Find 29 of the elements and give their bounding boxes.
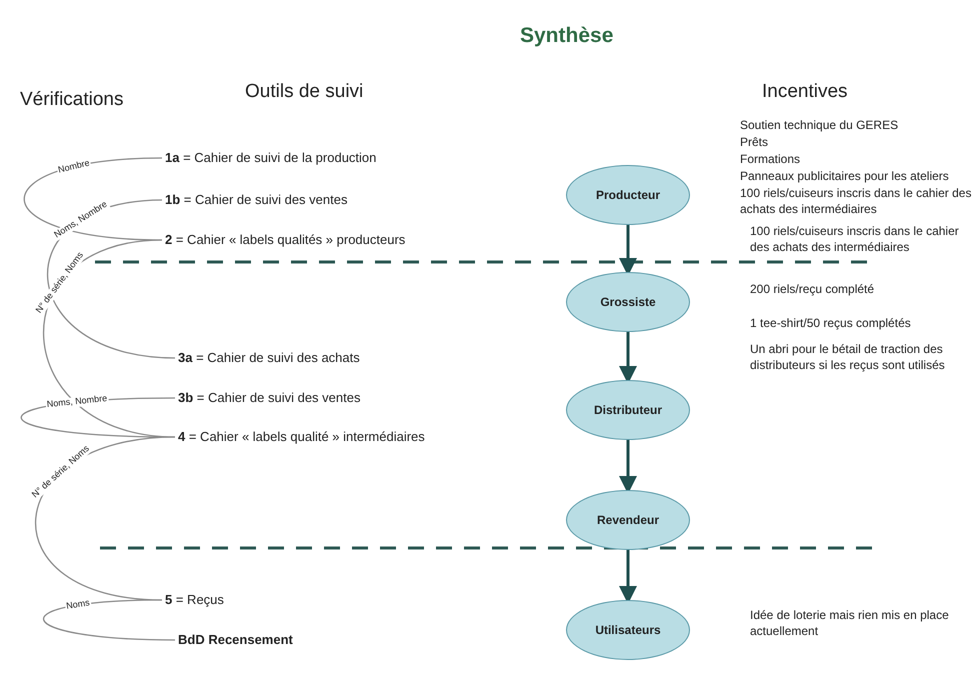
incentive-text: 1 tee-shirt/50 reçus complétés	[750, 316, 912, 332]
incentive-text: 200 riels/reçu complété	[750, 282, 876, 298]
tool-label: BdD Recensement	[178, 631, 293, 649]
incentive-text: Soutien technique du GERES	[740, 118, 900, 134]
column-heading: Outils de suivi	[245, 80, 364, 104]
incentive-text: Un abri pour le bétail de traction des distributeurs si les reçus sont utilisés	[750, 342, 946, 374]
tool-label: 5 = Reçus	[165, 591, 224, 609]
actor-ellipse: Grossiste	[566, 272, 690, 332]
incentive-text: Prêts	[740, 135, 770, 151]
tool-label: 1b = Cahier de suivi des ventes	[165, 191, 348, 209]
incentive-text: Idée de loterie mais rien mis en place actuellement	[750, 608, 950, 640]
tool-label: 2 = Cahier « labels qualités » producteurs	[165, 231, 406, 249]
column-heading: Vérifications	[20, 88, 124, 112]
tool-label: 3b = Cahier de suivi des ventes	[178, 389, 360, 407]
actor-ellipse: Producteur	[566, 165, 690, 225]
column-heading: Incentives	[762, 80, 849, 104]
incentive-text: Formations	[740, 152, 802, 168]
edge-label: Noms	[64, 598, 92, 612]
incentive-text: 100 riels/cuiseurs inscris dans le cahier des achats des intermédiaires	[740, 186, 972, 218]
actor-ellipse: Utilisateurs	[566, 600, 690, 660]
actor-ellipse: Distributeur	[566, 380, 690, 440]
tool-label: 3a = Cahier de suivi des achats	[178, 349, 360, 367]
actor-ellipse: Revendeur	[566, 490, 690, 550]
connector-curve	[44, 599, 176, 641]
tool-label: 1a = Cahier de suivi de la production	[165, 149, 376, 167]
tool-label: 4 = Cahier « labels qualité » intermédiaires	[178, 428, 425, 446]
incentive-text: Panneaux publicitaires pour les ateliers	[740, 169, 950, 185]
title: Synthèse	[520, 23, 614, 49]
incentive-text: 100 riels/cuiseurs inscris dans le cahier des achats des intermédiaires	[750, 224, 960, 256]
